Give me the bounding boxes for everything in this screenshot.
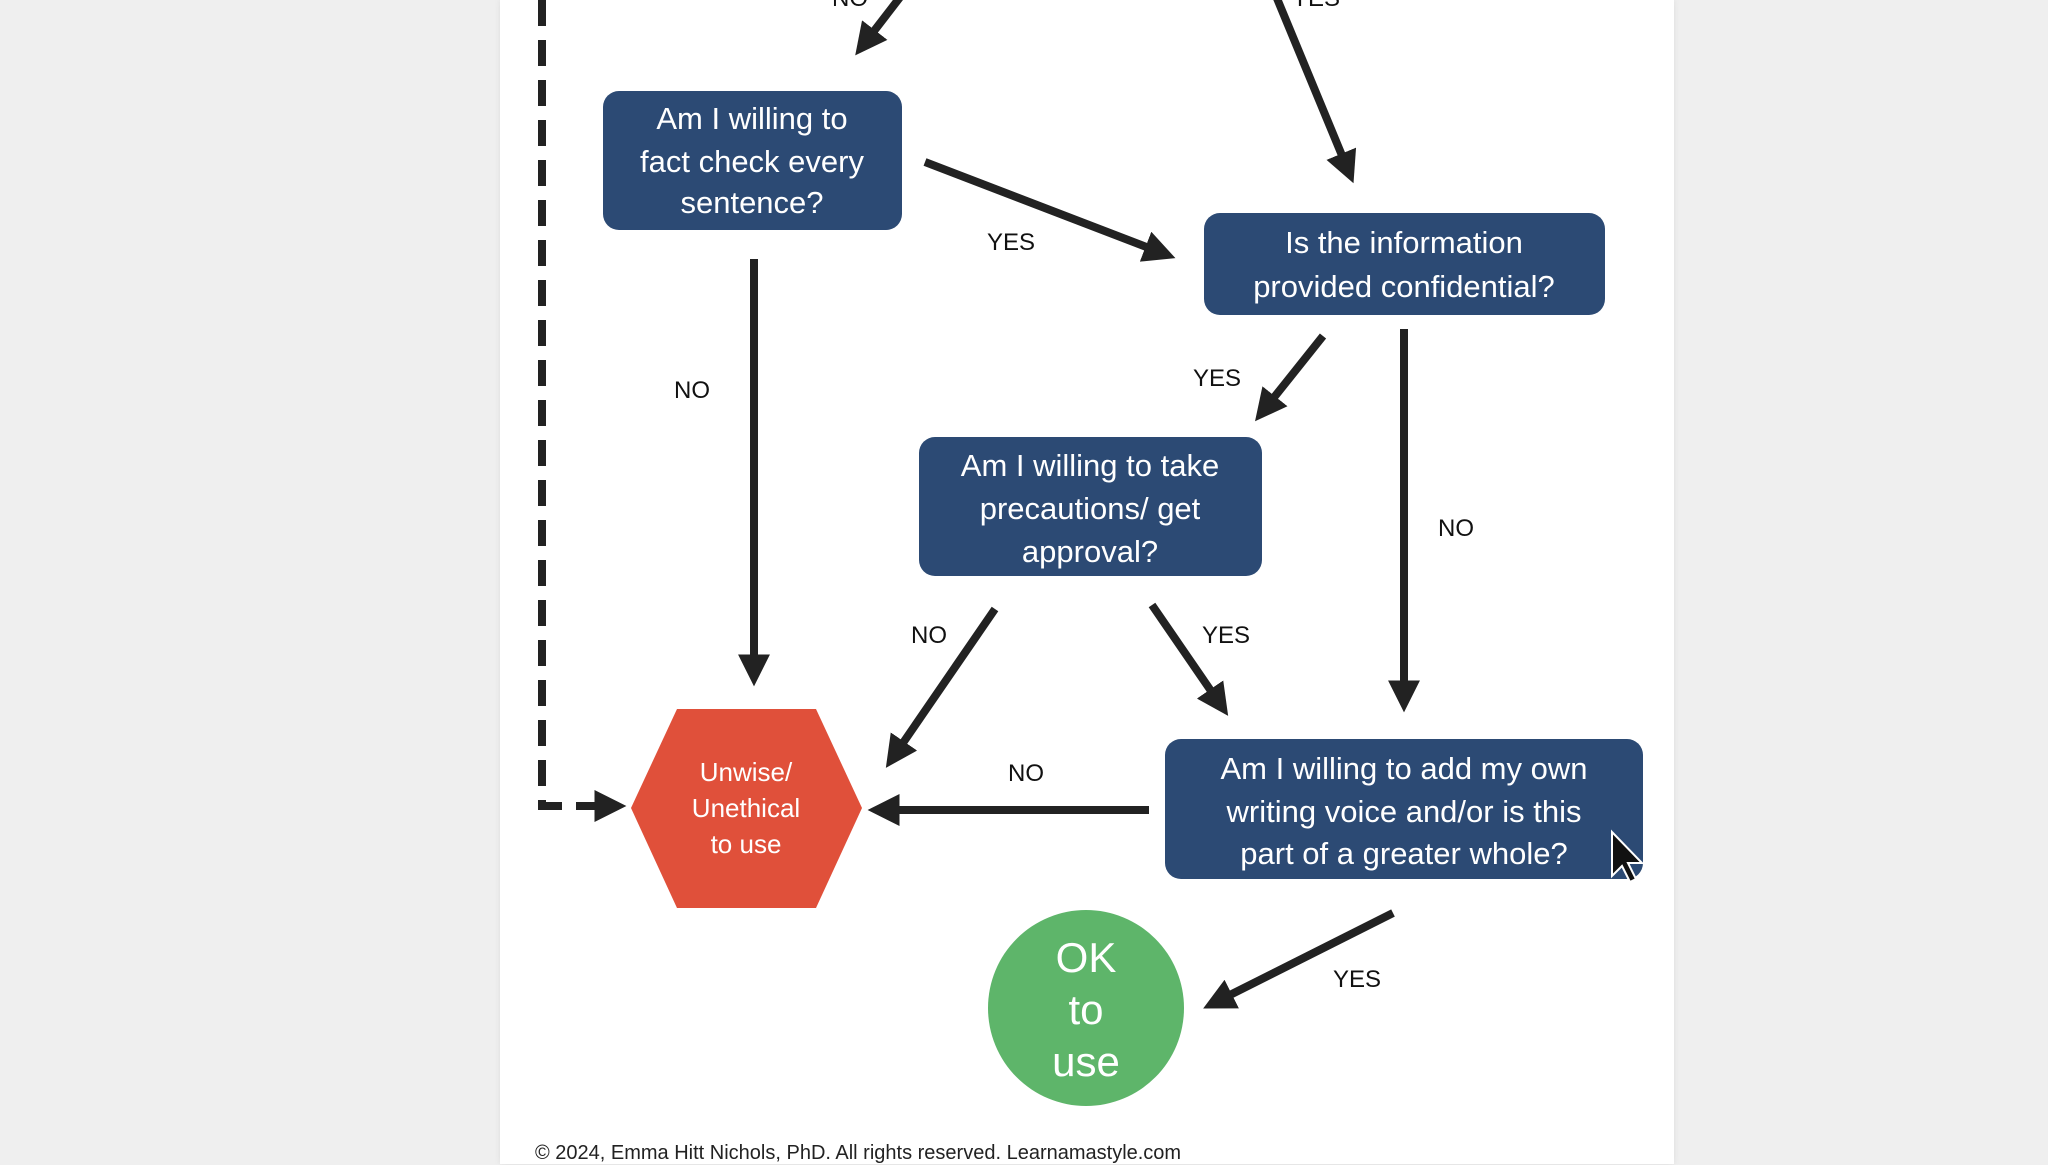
copyright-footer: © 2024, Emma Hitt Nichols, PhD. All righ… [535, 1142, 1182, 1164]
mouse-cursor-icon [1611, 829, 1645, 884]
node-own-voice: Am I willing to add my own writing voice… [1165, 739, 1643, 879]
label-own-voice-yes: YES [1333, 966, 1381, 993]
svg-text:Unethical: Unethical [692, 793, 800, 823]
svg-text:use: use [1052, 1038, 1120, 1085]
arrow-top-yes [1273, 0, 1357, 184]
node-unwise: Unwise/ Unethical to use [631, 709, 862, 908]
label-confidential-no: NO [1438, 515, 1474, 542]
dashed-connector [538, 0, 627, 822]
node-fact-check: Am I willing to fact check every sentenc… [603, 91, 902, 230]
arrow-own-voice-yes [1203, 909, 1395, 1009]
label-fact-check-yes: YES [987, 229, 1035, 256]
svg-text:part of a greater whole?: part of a greater whole? [1240, 836, 1567, 871]
svg-text:Am I willing to: Am I willing to [656, 101, 847, 136]
label-own-voice-no: NO [1008, 760, 1044, 787]
node-precautions: Am I willing to take precautions/ get ap… [919, 437, 1262, 576]
top-no-label: NO [832, 0, 868, 12]
svg-text:sentence?: sentence? [680, 185, 823, 220]
svg-text:provided confidential?: provided confidential? [1253, 269, 1555, 304]
svg-text:to: to [1068, 986, 1103, 1033]
svg-text:OK: OK [1056, 934, 1117, 981]
arrow-confidential-yes [1255, 333, 1327, 422]
top-yes-label: YES [1292, 0, 1340, 12]
svg-text:precautions/ get: precautions/ get [980, 491, 1201, 526]
svg-text:fact check every: fact check every [640, 144, 864, 179]
label-precautions-no: NO [911, 622, 947, 649]
svg-text:Am I willing to add my own: Am I willing to add my own [1221, 751, 1588, 786]
label-confidential-yes: YES [1193, 365, 1241, 392]
arrow-precautions-yes [1148, 602, 1229, 716]
svg-text:Is the information: Is the information [1285, 225, 1523, 260]
arrow-top-no [855, 0, 903, 56]
svg-text:writing voice and/or is this: writing voice and/or is this [1226, 794, 1582, 829]
node-ok: OK to use [988, 910, 1184, 1106]
svg-text:Unwise/: Unwise/ [700, 757, 793, 787]
svg-text:Am I willing to take: Am I willing to take [961, 448, 1219, 483]
label-precautions-yes: YES [1202, 622, 1250, 649]
svg-text:to use: to use [711, 829, 782, 859]
label-fact-check-no: NO [674, 377, 710, 404]
arrow-fact-check-yes [923, 158, 1176, 262]
arrow-precautions-no [885, 606, 999, 768]
svg-text:approval?: approval? [1022, 534, 1158, 569]
node-confidential: Is the information provided confidential… [1204, 213, 1605, 315]
